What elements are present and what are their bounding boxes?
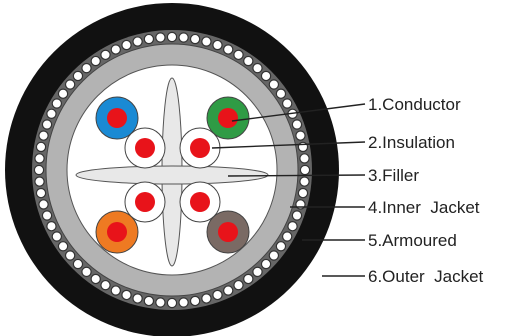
armour-wire (223, 285, 234, 296)
armour-wire (51, 98, 63, 109)
armour-wire (201, 293, 212, 304)
label-insulation: 2.Insulation (368, 133, 455, 152)
armour-wire (72, 258, 84, 270)
core-blue (95, 96, 139, 140)
armour-wire (299, 153, 310, 164)
armour-wire (38, 130, 49, 141)
armour-wire (268, 79, 280, 90)
armour-wire (178, 32, 189, 43)
core-white-3 (124, 181, 166, 223)
armour-wire (243, 55, 254, 67)
armour-wire (260, 258, 272, 270)
armour-wire (121, 289, 132, 301)
armour-wire (212, 289, 223, 301)
label-armoured: 5.Armoured (368, 231, 457, 250)
armour-wire (291, 210, 303, 221)
armour-wire (281, 231, 293, 242)
armour-wire (81, 266, 92, 278)
armour-wire (64, 79, 76, 90)
armour-wire (46, 221, 57, 232)
armour-wire (233, 49, 244, 61)
armour-wire (281, 98, 293, 109)
armour-wire (299, 176, 310, 187)
armour-wire (189, 33, 201, 45)
armour-wire (110, 44, 121, 55)
armour-wire (34, 176, 45, 187)
armour-wire (143, 295, 155, 307)
armour-wire (132, 36, 143, 47)
armour-wire (64, 250, 76, 261)
label-filler: 3.Filler (368, 166, 419, 185)
leader-line-conductor (231, 103, 366, 122)
armour-wire (275, 88, 287, 99)
core-orange (95, 210, 139, 254)
armour-wire (100, 279, 111, 291)
leader-line-filler (227, 174, 366, 177)
armour-wire (41, 119, 53, 130)
armour-wire (57, 88, 69, 99)
armour-wire (35, 141, 47, 153)
leader-line-insulation (211, 141, 366, 149)
armour-wire (143, 33, 155, 45)
armour-wire (299, 164, 311, 176)
core-green (206, 96, 250, 140)
armour-wire (155, 32, 166, 43)
armour-wire (38, 199, 49, 210)
core-white-2 (179, 127, 221, 169)
armour-wire (90, 273, 101, 285)
armour-wire (132, 293, 143, 304)
armour-wire (121, 39, 132, 51)
armour-wire (41, 210, 53, 221)
armour-wire (297, 187, 309, 199)
armour-wire (166, 31, 178, 43)
armour-wire (223, 44, 234, 55)
label-inner-jacket: 4.Inner Jacket (368, 198, 480, 217)
armour-wire (57, 241, 69, 252)
core-brown (206, 210, 250, 254)
armour-wire (100, 49, 111, 61)
core-white-1 (124, 127, 166, 169)
armour-wire (291, 119, 303, 130)
armour-wire (51, 231, 63, 242)
armour-wire (260, 70, 272, 82)
armour-wire (275, 241, 287, 252)
armour-wire (295, 130, 306, 141)
armour-wire (46, 108, 57, 119)
filler-horizontal (75, 165, 269, 185)
armour-wire (81, 62, 92, 74)
armour-wire (212, 39, 223, 51)
armour-wire (201, 36, 212, 47)
armour-wire (233, 279, 244, 291)
armour-wire (189, 295, 201, 307)
armour-wire (268, 250, 280, 261)
armour-wire (166, 297, 178, 309)
armour-wire (287, 221, 298, 232)
label-outer-jacket: 6.Outer Jacket (368, 267, 484, 286)
armour-wire (252, 62, 263, 74)
armour-wire (35, 187, 47, 199)
armour-wire (178, 297, 189, 308)
armour-wire (33, 164, 45, 176)
armour-wire (252, 266, 263, 278)
armour-wire (90, 55, 101, 67)
armour-wires (33, 31, 311, 309)
core-white-4 (179, 181, 221, 223)
armour-wire (72, 70, 84, 82)
armour-wire (34, 153, 45, 164)
label-conductor: 1.Conductor (368, 95, 461, 114)
armour-wire (155, 297, 166, 308)
armour-wire (110, 285, 121, 296)
armour-wire (243, 273, 254, 285)
